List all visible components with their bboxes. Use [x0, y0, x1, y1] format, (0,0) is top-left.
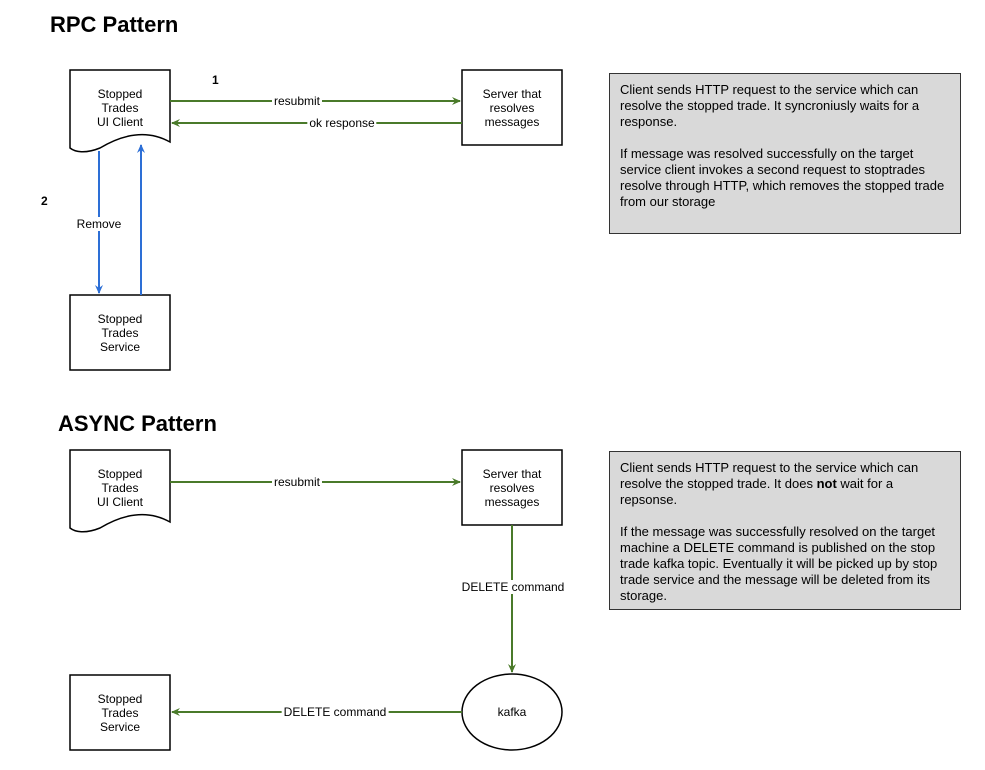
rpc-title: RPC Pattern [50, 12, 179, 37]
rpc-server-shape [461, 69, 563, 146]
async-server-line-2: resolves [489, 480, 535, 495]
rpc-server-line-1: Server that [482, 86, 542, 101]
async-note-p2: If the message was successfully resolved… [620, 524, 938, 603]
rpc-note: Client sends HTTP request to the service… [609, 73, 961, 234]
rpc-remove-label: Remove [74, 217, 124, 231]
async-ui-client-shape [69, 449, 171, 533]
rpc-step-2: 2 [41, 194, 48, 208]
async-note-p1-after: wait for a repsonse. [620, 476, 894, 507]
rpc-ok-response-label: ok response [307, 116, 377, 130]
async-resubmit-label: resubmit [271, 475, 323, 489]
async-ui-client: Stopped Trades UI Client [70, 460, 170, 516]
rpc-resubmit-label: resubmit [271, 94, 323, 108]
rpc-ui-client-shape [69, 69, 171, 153]
rpc-service: Stopped Trades Service [70, 295, 170, 370]
async-note-p1: Client sends HTTP request to the service… [620, 460, 950, 508]
async-note: Client sends HTTP request to the service… [609, 451, 961, 610]
async-service: Stopped Trades Service [70, 675, 170, 750]
rpc-note-p2: If message was resolved successfully on … [620, 146, 945, 209]
rpc-note-p1: Client sends HTTP request to the service… [620, 82, 920, 129]
async-server-shape [461, 449, 563, 526]
async-ui-client-line-1: Stopped [97, 467, 143, 481]
rpc-service-shape [69, 294, 171, 371]
kafka-label: kafka [497, 705, 527, 719]
async-note-p1-bold: not [816, 476, 837, 491]
async-service-line-3: Service [99, 719, 140, 734]
async-delete-command-label-2: DELETE command [281, 705, 389, 719]
async-server-line-1: Server that [482, 466, 542, 481]
async-service-line-2: Trades [101, 705, 139, 720]
async-title: ASYNC Pattern [58, 411, 217, 436]
async-server: Server that resolves messages [462, 450, 562, 525]
rpc-service-line-1: Stopped [97, 311, 143, 326]
rpc-server-line-3: messages [484, 114, 540, 129]
rpc-step-1: 1 [212, 73, 219, 87]
async-note-p1-before: Client sends HTTP request to the service… [620, 460, 919, 491]
async-ui-client-line-2: Trades [101, 481, 139, 495]
rpc-server-line-2: resolves [489, 100, 535, 115]
rpc-ui-client-line-3: UI Client [96, 115, 143, 129]
async-delete-command-label-1: DELETE command [459, 580, 567, 594]
async-service-line-1: Stopped [97, 691, 143, 706]
rpc-ui-client: Stopped Trades UI Client [70, 80, 170, 136]
async-service-shape [69, 674, 171, 751]
async-ui-client-line-3: UI Client [96, 495, 143, 509]
rpc-ui-client-line-2: Trades [101, 101, 139, 115]
rpc-service-line-3: Service [99, 339, 140, 354]
rpc-server: Server that resolves messages [462, 70, 562, 145]
rpc-service-line-2: Trades [101, 325, 139, 340]
async-server-line-3: messages [484, 494, 540, 509]
rpc-ui-client-line-1: Stopped [97, 87, 143, 101]
